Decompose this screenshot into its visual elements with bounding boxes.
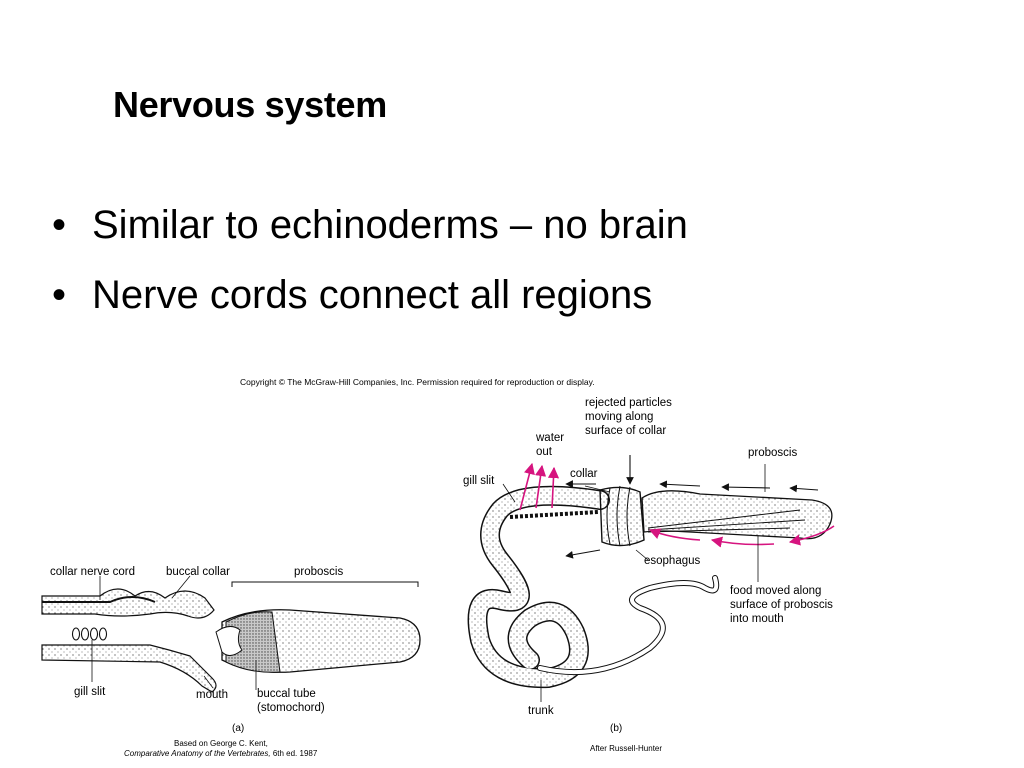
- bullet-dot: •: [52, 273, 67, 317]
- panel-a-drawing: [41, 575, 421, 693]
- buccal-tube-a: [215, 626, 243, 656]
- slide-title: Nervous system: [113, 84, 387, 125]
- bullet-item: • Similar to echinoderms – no brain: [52, 190, 688, 260]
- bullet-list: • Similar to echinoderms – no brain • Nerv…: [52, 190, 688, 330]
- panel-b-letter: (b): [610, 723, 623, 734]
- bullet-text: Nerve cords connect all regions: [92, 273, 653, 317]
- copyright-notice: Copyright © The McGraw-Hill Companies, I…: [240, 377, 595, 387]
- hemichordate-figure: Copyright © The McGraw-Hill Companies, I…: [0, 360, 1024, 768]
- credit-book-title: Comparative Anatomy of the Vertebrates,: [124, 749, 271, 758]
- trunk-coil-stipple: [469, 487, 609, 687]
- credit-edition: 6th ed. 1987: [270, 749, 318, 758]
- collar-b: [599, 486, 645, 547]
- panel-b-drawing: [467, 455, 835, 702]
- label-collar-b: collar: [570, 468, 598, 480]
- label-water-out: water out: [536, 432, 565, 458]
- gill-pores: [509, 510, 599, 519]
- panel-a-letter: (a): [232, 723, 245, 734]
- water-current-arrows: [519, 462, 835, 548]
- panel-a-credit-line2: Comparative Anatomy of the Vertebrates, …: [124, 749, 317, 759]
- gill-slits: [71, 627, 108, 641]
- proboscis-bracket-a: [231, 581, 419, 587]
- upper-body-wall: [41, 588, 215, 619]
- label-food-moved: food moved along surface of proboscis in…: [730, 585, 833, 625]
- label-proboscis-a: proboscis: [294, 566, 344, 578]
- bullet-text: Similar to echinoderms – no brain: [92, 203, 688, 247]
- leader-lines-a: [91, 575, 257, 690]
- label-buccal-collar: buccal collar: [166, 566, 230, 578]
- bullet-dot: •: [52, 203, 67, 247]
- label-mouth: mouth: [196, 689, 228, 701]
- leader-lines-b: [502, 464, 766, 702]
- label-esophagus: esophagus: [644, 555, 701, 567]
- label-rejected-particles: rejected particles moving along surface …: [585, 397, 672, 437]
- label-proboscis-b: proboscis: [748, 447, 798, 459]
- collar-nerve-cord: [42, 596, 156, 603]
- buccal-tube-region: [225, 611, 281, 673]
- label-trunk: trunk: [528, 705, 554, 717]
- trunk-tail-fill: [538, 576, 719, 675]
- panel-a-credit-line1: Based on George C. Kent,: [174, 739, 268, 748]
- label-gill-slit-a: gill slit: [74, 686, 106, 698]
- surface-arrows: [565, 455, 819, 559]
- panel-b-credit: After Russell-Hunter: [590, 744, 663, 753]
- figure-illustration: [41, 455, 835, 702]
- label-collar-nerve-cord: collar nerve cord: [50, 566, 136, 578]
- label-buccal-tube: buccal tube (stomochord): [257, 688, 325, 714]
- collar-rings: [606, 485, 631, 547]
- bullet-item: • Nerve cords connect all regions: [52, 260, 688, 330]
- proboscis-muscle-lines: [647, 509, 806, 533]
- lower-body-wall: [41, 644, 217, 693]
- label-gill-slit-b: gill slit: [463, 475, 495, 487]
